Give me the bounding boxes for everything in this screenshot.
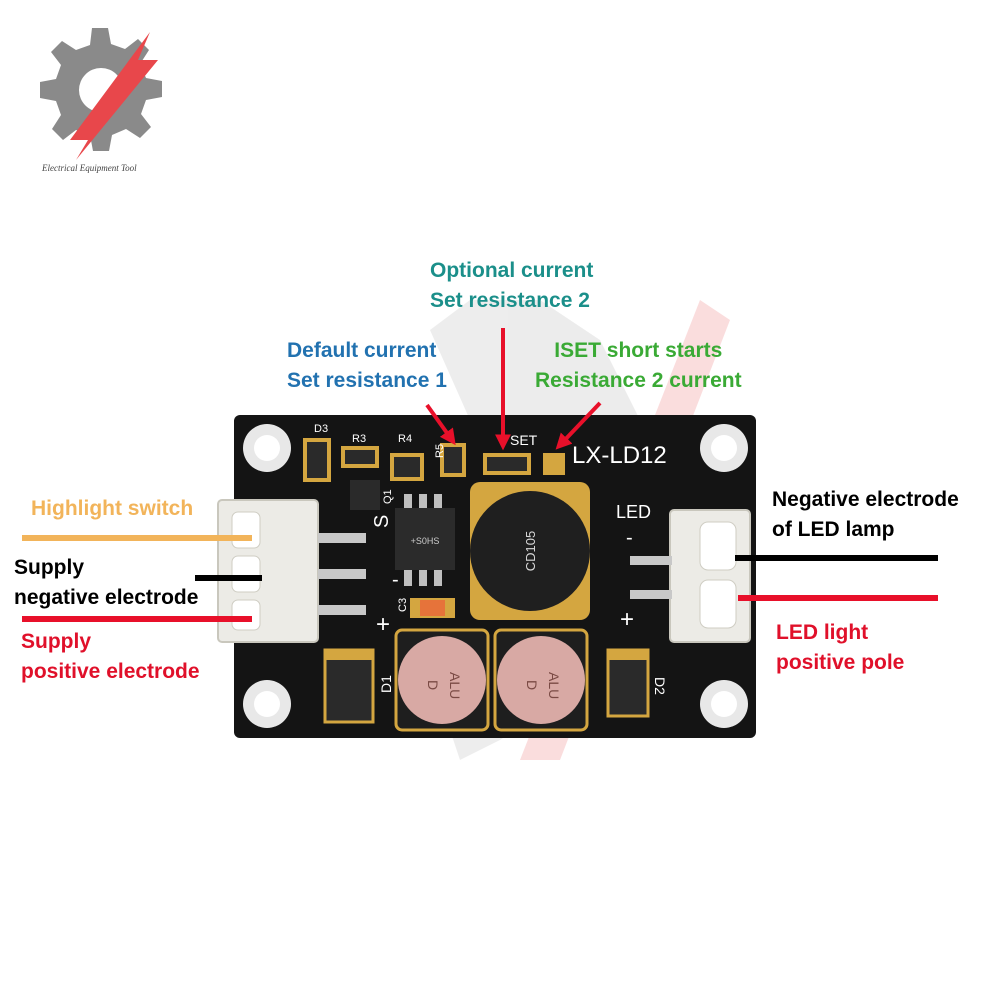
mounting-hole [254, 435, 280, 461]
capacitor-c3-body [420, 600, 445, 616]
label-iset-short-line2: Resistance 2 current [535, 369, 742, 392]
connector-pin [318, 605, 366, 615]
gear-logo-icon [40, 28, 162, 160]
label-q1: Q1 [382, 489, 394, 504]
input-plus-label: + [376, 611, 390, 638]
chip-body [395, 508, 455, 570]
label-supply-positive: Supply positive electrode [21, 627, 200, 687]
connector-pin [630, 590, 672, 599]
label-r3: R3 [352, 433, 366, 445]
label-optional-current: Optional current Set resistance 2 [430, 256, 593, 316]
logo-text: Electrical Equipment Tool [42, 163, 137, 173]
led-plus-label: + [620, 606, 634, 633]
chip-pin [404, 570, 412, 586]
label-r4: R4 [398, 433, 412, 445]
label-led-negative-line2: of LED lamp [772, 518, 895, 541]
label-default-current-line1: Default current [287, 339, 437, 362]
capacitor-2-bottom: D [524, 680, 540, 690]
switch-silk-label: S [371, 515, 393, 528]
mounting-hole [254, 691, 280, 717]
connector-pin [318, 569, 366, 579]
logo [40, 28, 162, 160]
pointer-arrows [425, 328, 602, 451]
label-led-negative: Negative electrode of LED lamp [772, 485, 959, 545]
inductor [470, 482, 590, 620]
chip-pin [434, 570, 442, 586]
arrow-default-current [425, 403, 456, 446]
label-led-positive-line1: LED light [776, 621, 869, 644]
label-d3: D3 [314, 423, 328, 435]
chip-pin [404, 494, 412, 508]
label-optional-current-line1: Optional current [430, 259, 594, 282]
smd-components [303, 438, 565, 618]
label-c3: C3 [397, 598, 409, 612]
inductor-body [470, 491, 590, 611]
wires [22, 535, 938, 622]
label-highlight-switch: Highlight switch [31, 494, 193, 524]
label-supply-negative-line1: Supply [14, 556, 85, 579]
connector-pin [318, 533, 366, 543]
chip-marking: +S0HS [411, 536, 440, 546]
resistor-r3 [341, 446, 379, 468]
electrolytic-capacitors [394, 628, 589, 732]
label-led-negative-line1: Negative electrode [772, 488, 959, 511]
chip-pin [419, 570, 427, 586]
diode-d2-band [608, 650, 648, 660]
mounting-hole [711, 435, 737, 461]
chip-pin [434, 494, 442, 508]
capacitor-1-bottom: D [425, 680, 441, 690]
power-diodes [323, 648, 650, 724]
capacitor-1-top: ALU [447, 672, 463, 699]
capacitor-body [497, 636, 585, 724]
mounting-holes [243, 424, 748, 728]
inductor-label: CD105 [523, 531, 538, 571]
label-iset-short-line1: ISET short starts [554, 339, 723, 362]
label-d2: D2 [652, 677, 668, 695]
iset-label: SET [510, 432, 538, 448]
connector-slot [231, 599, 261, 631]
transistor-q1 [350, 480, 380, 510]
capacitor-body [398, 636, 486, 724]
mounting-hole [711, 691, 737, 717]
label-iset-short: ISET short starts Resistance 2 current [535, 336, 742, 396]
label-d1: D1 [378, 675, 394, 693]
label-default-current-line2: Set resistance 1 [287, 369, 447, 392]
label-highlight-switch-line1: Highlight switch [31, 497, 194, 520]
connector-slot [231, 511, 261, 549]
silkscreen: LX-LD12 CD105 +S0HS SET LED - + - + S D3… [314, 423, 668, 699]
connector-slot [231, 555, 261, 593]
diode-d3 [303, 438, 331, 482]
diode-d1 [323, 648, 375, 724]
chip-pin [419, 494, 427, 508]
label-supply-negative: Supply negative electrode [14, 553, 198, 613]
label-default-current: Default current Set resistance 1 [287, 336, 447, 396]
iset-resistor [483, 453, 531, 475]
label-r5: R5 [434, 444, 446, 458]
led-silk-label: LED [616, 502, 651, 522]
board-model: LX-LD12 [572, 442, 667, 469]
label-led-positive: LED light positive pole [776, 618, 904, 678]
label-optional-current-line2: Set resistance 2 [430, 289, 590, 312]
capacitor-2-top: ALU [546, 672, 562, 699]
diode-d1-band [325, 650, 373, 660]
output-connector [630, 509, 751, 643]
label-supply-positive-line2: positive electrode [21, 660, 200, 683]
logo-accent-bolt [70, 32, 158, 160]
label-led-positive-line2: positive pole [776, 651, 905, 674]
iset-pad [543, 453, 565, 475]
label-supply-negative-line2: negative electrode [14, 586, 199, 609]
driver-chip [395, 494, 455, 586]
resistor-r4 [390, 453, 424, 481]
input-minus-label: - [392, 569, 399, 591]
led-minus-label: - [626, 527, 633, 549]
label-supply-positive-line1: Supply [21, 630, 92, 653]
connector-slot [699, 579, 737, 629]
connector-pin [630, 556, 672, 565]
connector-slot [699, 521, 737, 571]
arrow-iset-short [555, 401, 602, 450]
